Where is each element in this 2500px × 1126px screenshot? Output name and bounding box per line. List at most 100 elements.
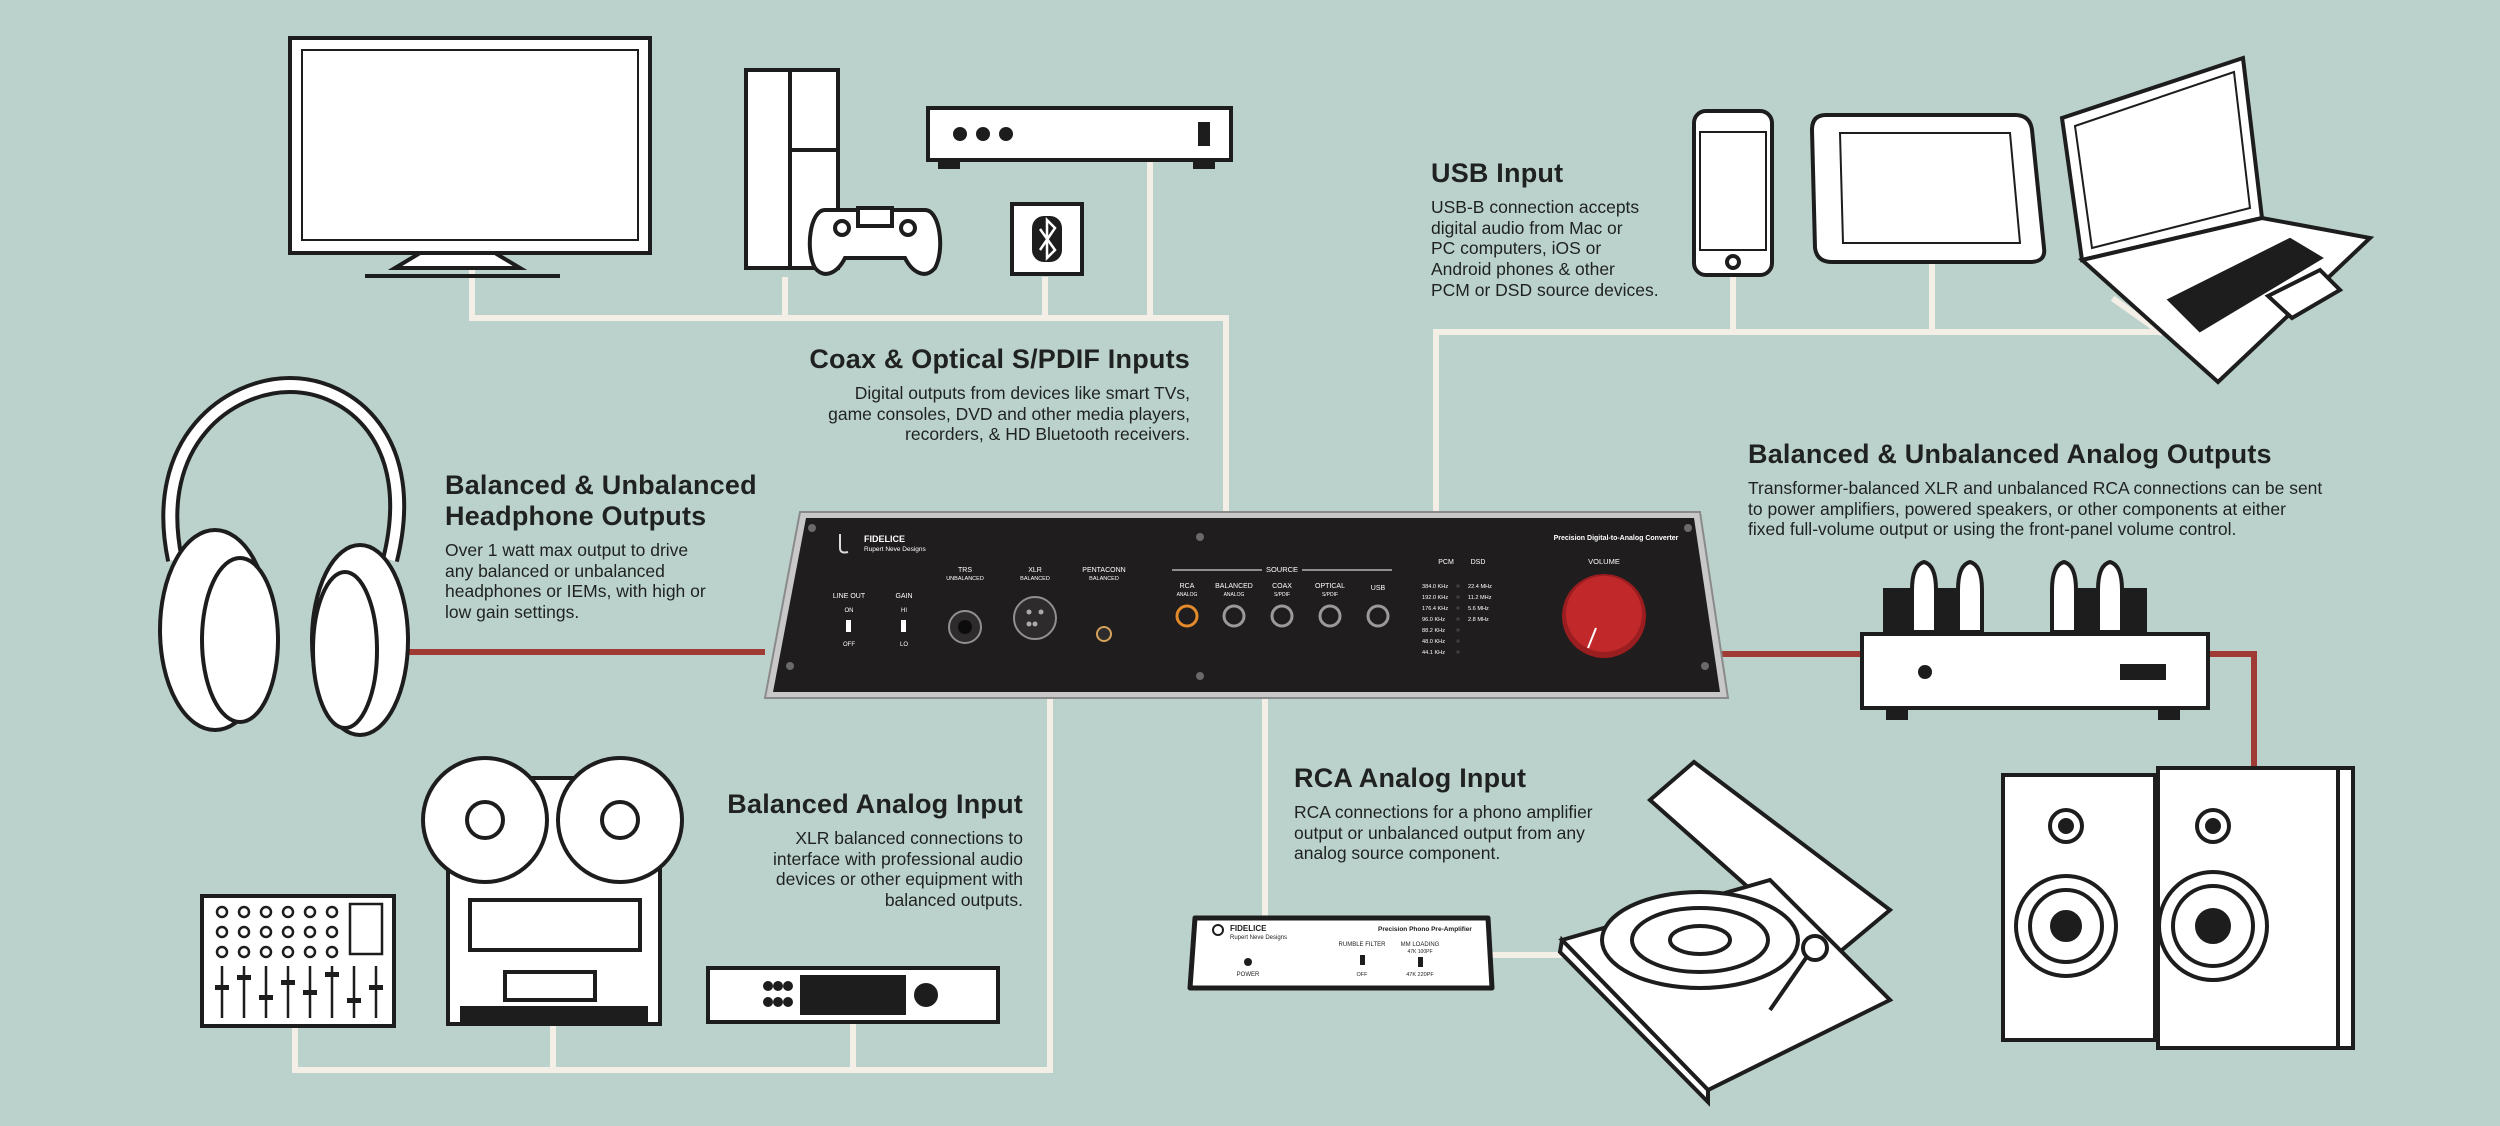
phono-loading-top: 47K 100PF	[1407, 949, 1432, 955]
game-console-icon	[744, 68, 943, 276]
balanced-input-block: Balanced Analog Input XLR balanced conne…	[720, 789, 1023, 911]
xlr-headphone-jack[interactable]	[1013, 596, 1057, 640]
phono-maker: Rupert Neve Designs	[1230, 935, 1287, 941]
source-optical-sublabel: S/PDIF	[1322, 592, 1338, 598]
source-balanced-button[interactable]	[1222, 604, 1246, 628]
speakers-icon	[2001, 766, 2355, 1050]
turntable-icon	[1557, 759, 1894, 1107]
rca-input-line: output or unbalanced output from any	[1294, 822, 1585, 843]
balanced-input-line: XLR balanced connections to	[795, 828, 1023, 849]
analog-outputs-block: Balanced & Unbalanced Analog Outputs Tra…	[1748, 439, 2368, 540]
pcm-rate: 384.0 KHz	[1422, 584, 1448, 590]
balanced-input-line: balanced outputs.	[884, 889, 1023, 910]
usb-input-line: USB-B connection accepts	[1431, 197, 1640, 218]
analog-outputs-title: Balanced & Unbalanced Analog Outputs	[1748, 439, 2272, 469]
line-out-switch[interactable]	[846, 620, 851, 632]
phono-power-label: POWER	[1237, 972, 1260, 978]
output-wiring	[402, 649, 2257, 776]
source-label: SOURCE	[1266, 565, 1298, 574]
pcm-rate: 192.0 KHz	[1422, 595, 1448, 601]
pcm-rate: 96.0 KHz	[1422, 617, 1445, 623]
rca-input-block: RCA Analog Input RCA connections for a p…	[1294, 763, 1654, 864]
analog-outputs-line: to power amplifiers, powered speakers, o…	[1748, 498, 2286, 519]
rca-input-line: RCA connections for a phono amplifier	[1294, 802, 1593, 823]
rca-input-line: analog source component.	[1294, 843, 1501, 864]
pcm-label: PCM	[1438, 559, 1454, 566]
dsd-rate: 2.8 MHz	[1468, 617, 1489, 623]
phono-loading-label: MM LOADING	[1401, 942, 1440, 948]
dsd-rate: 22.4 MHz	[1468, 584, 1492, 590]
coax-optical-wiring	[469, 157, 1229, 518]
trs-sublabel: UNBALANCED	[946, 576, 984, 582]
pentaconn-jack[interactable]	[1096, 626, 1112, 642]
coax-optical-line: Digital outputs from devices like smart …	[854, 383, 1190, 404]
phono-preamp: FIDELICE Rupert Neve Designs Precision P…	[1187, 915, 1495, 991]
line-out-label: LINE OUT	[833, 593, 866, 600]
phono-rumble-off: OFF	[1357, 972, 1369, 978]
headphone-outputs-line: Over 1 watt max output to drive	[445, 540, 689, 561]
source-optical-button[interactable]	[1318, 604, 1342, 628]
source-optical-label: OPTICAL	[1315, 583, 1345, 590]
gain-hi: HI	[901, 608, 907, 614]
source-usb-label: USB	[1371, 585, 1386, 592]
pcm-rate: 44.1 KHz	[1422, 650, 1445, 656]
analog-outputs-line: Transformer-balanced XLR and unbalanced …	[1748, 478, 2323, 499]
phono-rumble-label: RUMBLE FILTER	[1339, 942, 1387, 948]
balanced-input-line: devices or other equipment with	[775, 869, 1023, 890]
usb-input-line: PC computers, iOS or	[1431, 238, 1602, 259]
balanced-input-line: interface with professional audio	[772, 848, 1023, 869]
headphone-outputs-line: headphones or IEMs, with high or	[445, 581, 706, 602]
gain-switch[interactable]	[901, 620, 906, 632]
amplifier-icon	[1860, 559, 2210, 720]
line-out-off: OFF	[843, 642, 855, 648]
pcm-rate: 48.0 KHz	[1422, 639, 1445, 645]
coax-optical-title: Coax & Optical S/PDIF Inputs	[809, 344, 1190, 374]
coax-optical-line: game consoles, DVD and other media playe…	[828, 403, 1190, 424]
mixer-icon	[200, 894, 396, 1028]
headphone-outputs-line: low gain settings.	[445, 602, 580, 623]
headphone-outputs-line: any balanced or unbalanced	[445, 560, 665, 581]
dsd-label: DSD	[1471, 559, 1486, 566]
rack-interface-icon	[706, 966, 1000, 1024]
source-rca-button[interactable]	[1175, 604, 1199, 628]
reel-to-reel-icon	[421, 756, 684, 1026]
coax-optical-line: recorders, & HD Bluetooth receivers.	[905, 424, 1190, 445]
pcm-rate: 88.2 KHz	[1422, 628, 1445, 634]
rca-input-title: RCA Analog Input	[1294, 763, 1527, 793]
source-coax-button[interactable]	[1270, 604, 1294, 628]
balanced-input-title: Balanced Analog Input	[727, 789, 1023, 819]
dac-front-panel: FIDELICE Rupert Neve Designs Precision D…	[763, 511, 1730, 699]
dac-brand: FIDELICE	[864, 534, 905, 544]
headphone-outputs-title-line2: Headphone Outputs	[445, 501, 707, 532]
phono-loading-switch[interactable]	[1418, 957, 1423, 967]
headphone-outputs-title-line1: Balanced & Unbalanced	[445, 470, 757, 500]
phono-rumble-switch[interactable]	[1360, 955, 1365, 965]
headphone-outputs-block: Balanced & Unbalanced Headphone Outputs …	[445, 470, 795, 623]
pcm-rate: 176.4 KHz	[1422, 606, 1448, 612]
source-rca-label: RCA	[1180, 583, 1195, 590]
usb-input-line: PCM or DSD source devices.	[1431, 279, 1659, 300]
phone-icon	[1692, 109, 1774, 277]
source-usb-button[interactable]	[1366, 604, 1390, 628]
pentaconn-label: PENTACONN	[1082, 567, 1125, 574]
dac-product: Precision Digital-to-Analog Converter	[1554, 535, 1679, 542]
usb-input-block: USB Input USB-B connection accepts digit…	[1431, 158, 1731, 300]
line-out-on: ON	[845, 608, 854, 614]
usb-input-title: USB Input	[1431, 158, 1564, 188]
pentaconn-sublabel: BALANCED	[1089, 576, 1119, 582]
dsd-rate: 11.2 MHz	[1468, 595, 1492, 601]
headphones-icon	[158, 375, 410, 737]
source-balanced-sublabel: ANALOG	[1224, 592, 1245, 598]
usb-wiring	[1433, 259, 2193, 518]
bluetooth-receiver-icon	[1010, 202, 1084, 276]
source-balanced-label: BALANCED	[1215, 583, 1253, 590]
tablet-icon	[1809, 113, 2047, 264]
source-coax-label: COAX	[1272, 583, 1292, 590]
laptop-icon	[2059, 55, 2375, 385]
source-coax-sublabel: S/PDIF	[1274, 592, 1290, 598]
media-player-icon	[926, 106, 1233, 169]
tv-icon	[288, 36, 652, 278]
xlr-label: XLR	[1028, 567, 1042, 574]
